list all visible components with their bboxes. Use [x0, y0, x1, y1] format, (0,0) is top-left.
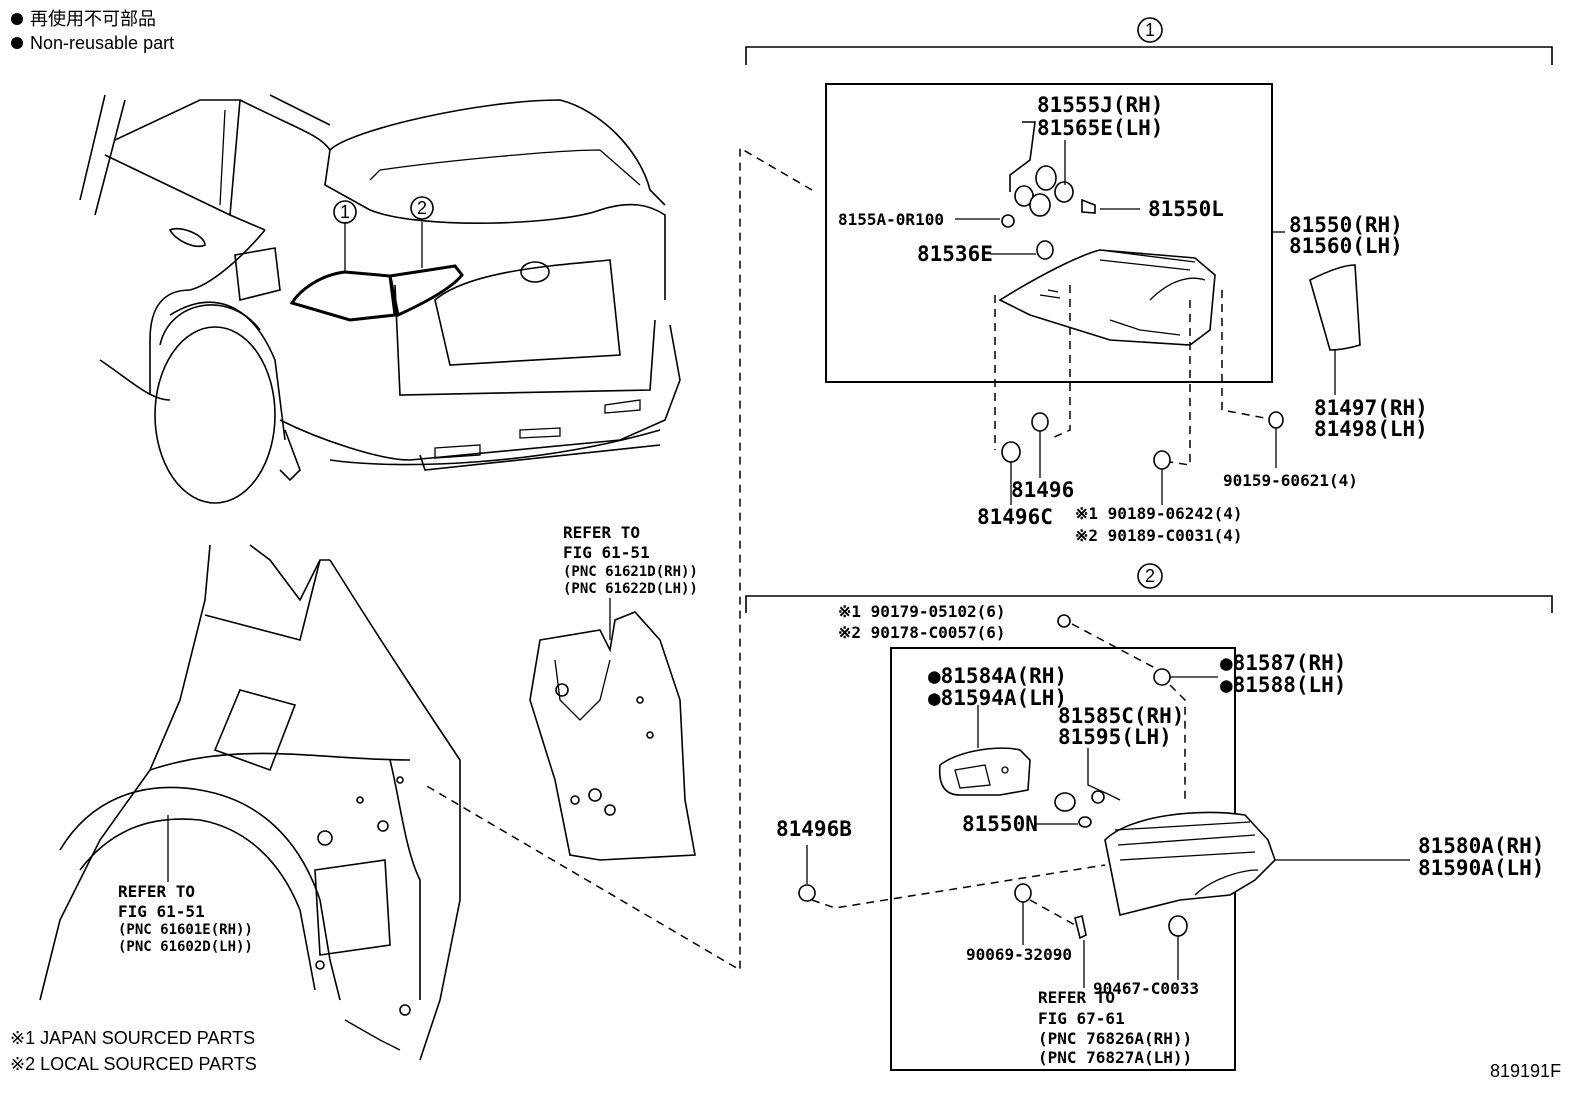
- refer-quarter-line4: (PNC 61622D(LH)): [563, 581, 698, 597]
- non-reusable-bullet-icon: [11, 13, 23, 25]
- label-81496: 81496: [1011, 478, 1074, 502]
- group-2-callout-label: 2: [1145, 566, 1155, 586]
- label-81496B: 81496B: [776, 817, 852, 841]
- label-81594A: ●81594A(LH): [928, 686, 1067, 710]
- label-8155A: 8155A-0R100: [838, 210, 944, 229]
- group-1-box: [825, 83, 1273, 383]
- callout-2-label: 2: [417, 198, 427, 218]
- callout-1-marker: [333, 200, 357, 224]
- figure-id: 819191F: [1490, 1061, 1561, 1081]
- label-90467: 90467-C0033: [1093, 979, 1199, 998]
- non-reusable-bullet-icon: [11, 37, 23, 49]
- label-90069: 90069-32090: [966, 945, 1072, 964]
- label-90189-C0031: ※2 90189-C0031(4): [1075, 526, 1243, 545]
- label-81555J: 81555J(RH): [1037, 93, 1163, 117]
- refer-quarter-line3: (PNC 61621D(RH)): [563, 564, 698, 580]
- label-90179: ※1 90179-05102(6): [838, 602, 1006, 621]
- refer-lamp-line4: (PNC 76827A(LH)): [1038, 1048, 1192, 1067]
- refer-body-line4: (PNC 61602D(LH)): [118, 939, 253, 955]
- refer-lamp-line3: (PNC 76826A(RH)): [1038, 1029, 1192, 1048]
- quarter-panel-drawing: [39, 544, 461, 1061]
- label-81590A: 81590A(LH): [1418, 856, 1544, 880]
- label-81550L: 81550L: [1148, 197, 1224, 221]
- label-81595: 81595(LH): [1058, 725, 1172, 749]
- group-1-callout-label: 1: [1145, 20, 1155, 40]
- label-81536E: 81536E: [917, 242, 993, 266]
- group-1-callout: [1137, 17, 1163, 43]
- refer-quarter-line2: FIG 61-51: [563, 543, 650, 562]
- refer-quarter-line1: REFER TO: [563, 523, 640, 542]
- label-90189-06242: ※1 90189-06242(4): [1075, 504, 1243, 523]
- legend: 再使用不可部品 Non-reusable part: [11, 9, 174, 53]
- refer-body-note: REFER TO FIG 61-51 (PNC 61601E(RH)) (PNC…: [118, 882, 253, 955]
- label-81550: 81550(RH): [1289, 213, 1403, 237]
- footnotes: ※1 JAPAN SOURCED PARTS ※2 LOCAL SOURCED …: [10, 1028, 257, 1074]
- label-81496C: 81496C: [977, 505, 1053, 529]
- refer-quarter-note: REFER TO FIG 61-51 (PNC 61621D(RH)) (PNC…: [563, 523, 698, 597]
- callout-2-marker: [410, 196, 434, 220]
- group-2: 2 ※1 90: [745, 563, 1553, 1071]
- label-81550N: 81550N: [962, 812, 1038, 836]
- group-1: 1: [745, 17, 1553, 545]
- label-81585C: 81585C(RH): [1058, 704, 1184, 728]
- refer-body-line1: REFER TO: [118, 882, 195, 901]
- label-90159: 90159-60621(4): [1223, 471, 1358, 490]
- legend-en: Non-reusable part: [30, 33, 174, 53]
- group-2-callout: [1137, 563, 1163, 589]
- refer-body-line3: (PNC 61601E(RH)): [118, 922, 253, 938]
- label-81584A: ●81584A(RH): [928, 664, 1067, 688]
- label-81580A: 81580A(RH): [1418, 834, 1544, 858]
- vehicle-rear-overview: 1 2: [79, 94, 681, 504]
- label-81588: ●81588(LH): [1220, 673, 1346, 697]
- label-81497: 81497(RH): [1314, 396, 1428, 420]
- label-90178: ※2 90178-C0057(6): [838, 623, 1006, 642]
- refer-lamp-line2: FIG 67-61: [1038, 1009, 1125, 1028]
- inner-quarter-panel-drawing: [529, 598, 696, 861]
- refer-lamp-line1: REFER TO: [1038, 988, 1115, 1007]
- legend-jp: 再使用不可部品: [30, 9, 156, 29]
- footnote-local: ※2 LOCAL SOURCED PARTS: [10, 1054, 257, 1074]
- callout-1-label: 1: [340, 202, 350, 222]
- label-81560: 81560(LH): [1289, 234, 1403, 258]
- footnote-japan: ※1 JAPAN SOURCED PARTS: [10, 1028, 255, 1048]
- refer-body-line2: FIG 61-51: [118, 902, 205, 921]
- label-81498: 81498(LH): [1314, 417, 1428, 441]
- label-81587: ●81587(RH): [1220, 651, 1346, 675]
- label-81565E: 81565E(LH): [1037, 116, 1163, 140]
